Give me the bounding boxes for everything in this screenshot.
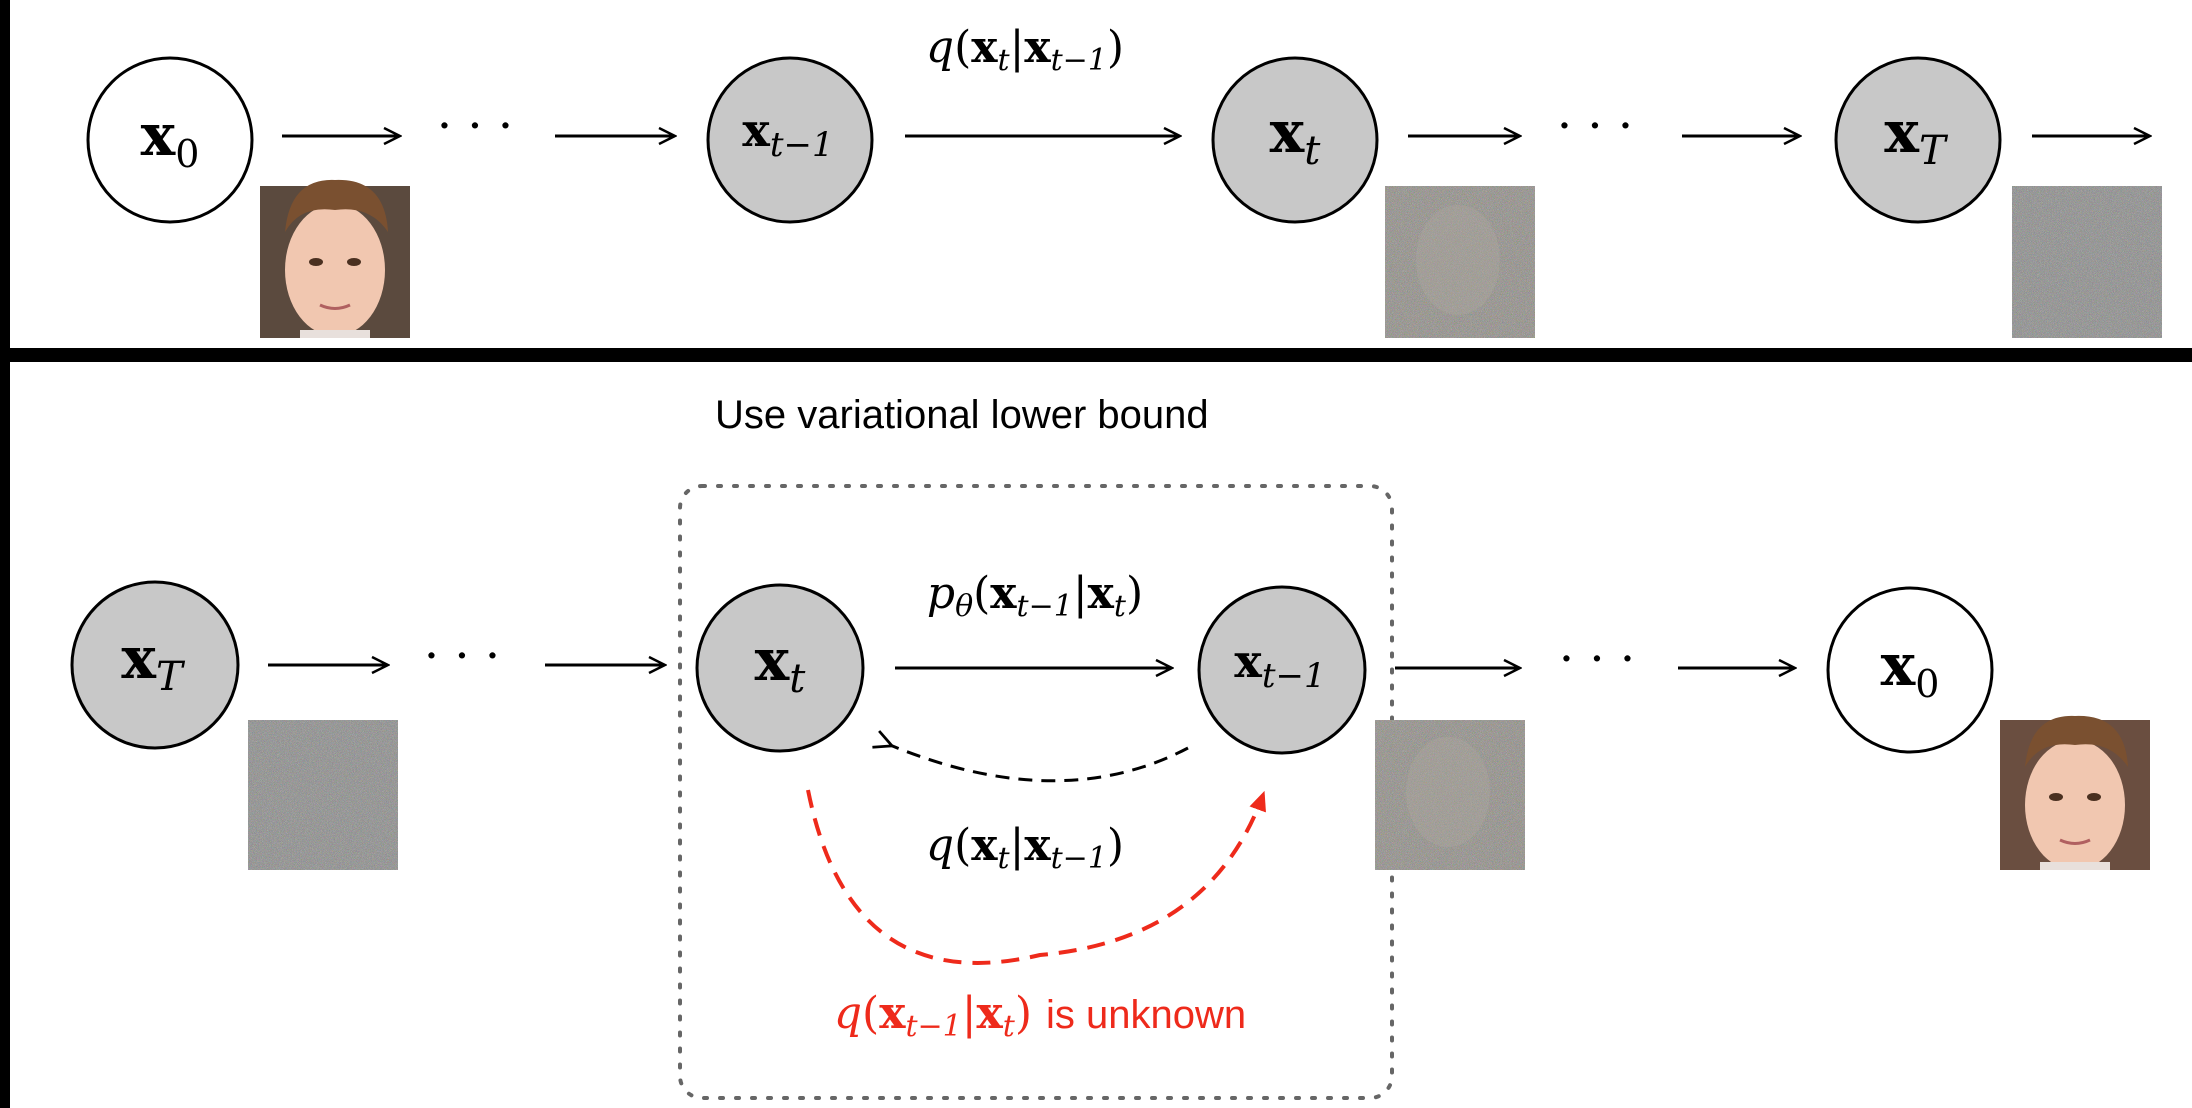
forward-ellipsis-1: · · · — [437, 98, 513, 154]
svg-text:xT: xT — [1884, 98, 1949, 174]
reverse-ellipsis-2: · · · — [1559, 631, 1635, 687]
reverse-q-dashed-arrow — [890, 745, 1189, 783]
reverse-node-xt-1: xt−1 — [1197, 585, 1367, 755]
unknown-label: q(xt−1|xt) is unknown — [834, 988, 1246, 1044]
forward-node-x0: x0 — [86, 56, 254, 224]
reverse-node-xT: xT — [70, 580, 240, 750]
forward-ellipsis-2: · · · — [1557, 98, 1633, 154]
forward-thumb-noisy-face — [1385, 186, 1535, 338]
svg-text:xt: xt — [755, 626, 807, 702]
focus-box — [678, 484, 1394, 1100]
svg-text:xT: xT — [121, 624, 186, 700]
reverse-node-x0: x0 — [1826, 586, 1994, 754]
caption: Use variational lower bound — [715, 393, 1209, 437]
forward-transition-label: q(xt|xt−1) — [926, 22, 1124, 78]
svg-text:xt−1: xt−1 — [1234, 634, 1325, 696]
forward-node-xT: xT — [1834, 56, 2002, 224]
reverse-node-xt: xt — [695, 583, 865, 753]
forward-chain: x0 · · · xt−1 q(xt|xt−1) xt · · · — [86, 22, 2150, 224]
svg-text:xt−1: xt−1 — [742, 103, 833, 165]
reverse-thumb-face — [2000, 715, 2150, 870]
svg-text:xt: xt — [1270, 98, 1322, 174]
reverse-thumb-noise — [248, 720, 398, 870]
reverse-thumb-noisy-face — [1375, 720, 1525, 870]
reverse-ellipsis-1: · · · — [424, 628, 500, 684]
reverse-p-label: pθ(xt−1|xt) — [927, 568, 1143, 624]
svg-text:x0: x0 — [141, 101, 200, 176]
svg-text:x0: x0 — [1881, 631, 1940, 706]
forward-thumb-noise — [2012, 186, 2162, 338]
unknown-red-arrow — [806, 789, 1266, 965]
forward-node-xt: xt — [1211, 56, 1379, 224]
reverse-q-label: q(xt|xt−1) — [926, 820, 1124, 876]
reverse-chain: xT · · · xt pθ(xt−1|xt) xt−1 q(xt|x — [70, 568, 1994, 1044]
forward-node-xt-1: xt−1 — [706, 56, 874, 224]
forward-thumb-face — [260, 179, 410, 338]
